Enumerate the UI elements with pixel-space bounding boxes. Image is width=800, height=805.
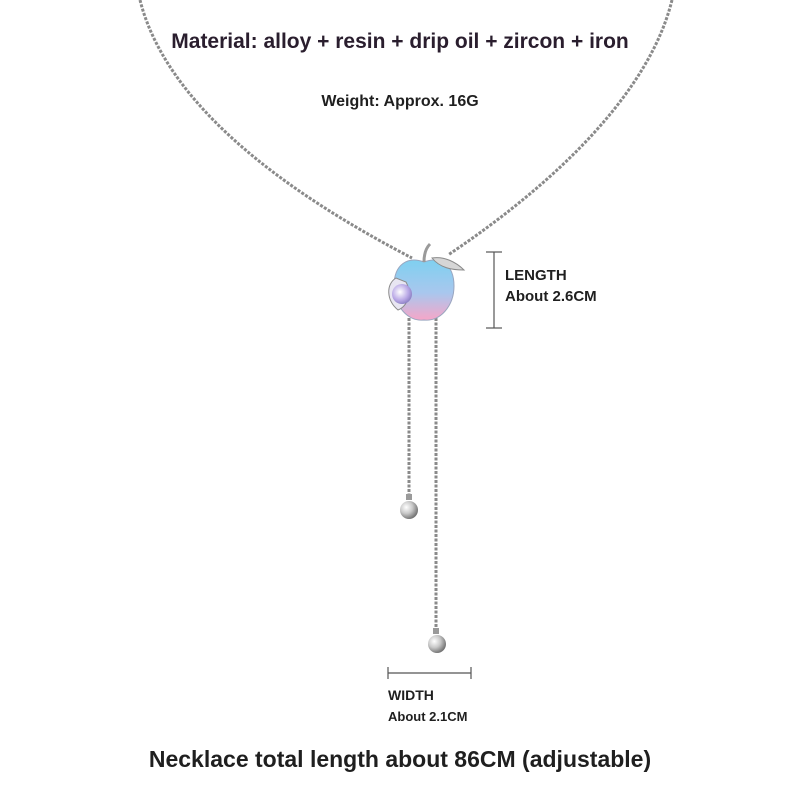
length-value: About 2.6CM: [505, 288, 597, 305]
apple-pendant: [388, 242, 466, 321]
weight-caption: Weight: Approx. 16G: [321, 93, 479, 110]
width-value: About 2.1CM: [388, 709, 468, 724]
width-label: WIDTH: [388, 687, 434, 703]
bead-left: [400, 501, 418, 519]
bead-cap-right: [433, 628, 439, 634]
neck-chain: [138, 0, 413, 260]
apple-leaf: [431, 257, 466, 271]
bead-cap-left: [406, 494, 412, 500]
bead-right: [428, 635, 446, 653]
material-caption: Material: alloy + resin + drip oil + zir…: [171, 30, 629, 53]
width-dimension: [387, 667, 472, 679]
total-length-caption: Necklace total length about 86CM (adjust…: [148, 746, 652, 772]
zircon-gem: [392, 284, 412, 304]
apple-stem: [422, 242, 432, 263]
length-label: LENGTH: [505, 267, 567, 284]
neck-chain-right: [447, 0, 674, 257]
length-dimension: [486, 251, 502, 329]
